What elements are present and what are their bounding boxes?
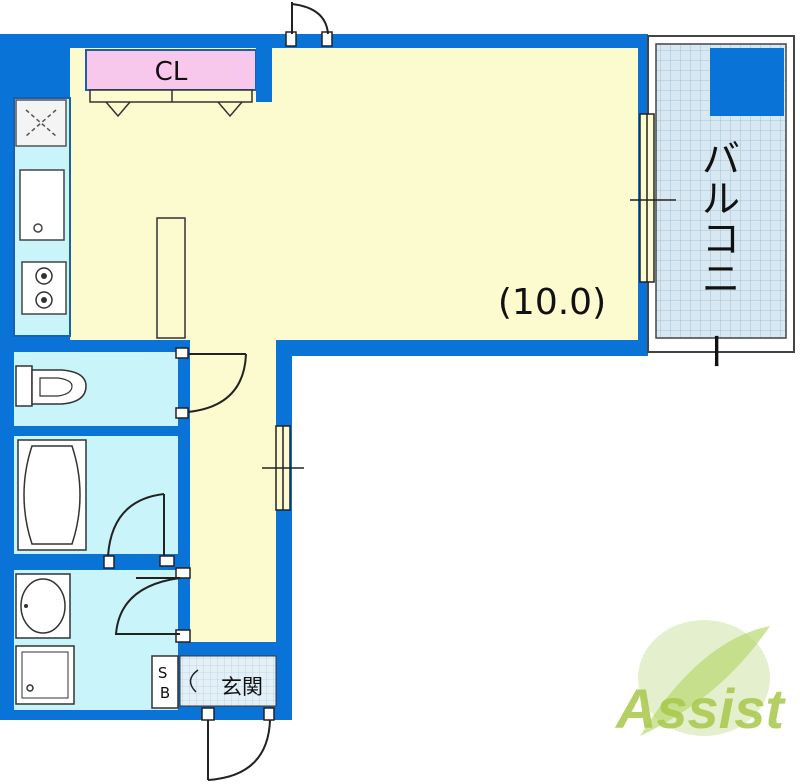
balcony-storage <box>710 48 784 116</box>
balcony-label-char: バ <box>702 137 742 181</box>
toilet-icon <box>15 365 87 407</box>
entrance <box>179 655 277 707</box>
balcony-label-char: ー <box>693 332 737 372</box>
main-room-size: (10.0) <box>498 282 606 323</box>
shoe-box-label-s: S <box>158 664 168 682</box>
main-room-floor <box>70 48 638 642</box>
burner-icon <box>35 267 53 285</box>
balcony-label-char: ル <box>702 177 742 221</box>
fridge-space <box>15 99 67 147</box>
balcony-label-char: コ <box>702 217 742 261</box>
assist-logo: Assist <box>614 620 786 740</box>
balcony-label-char: ニ <box>702 257 742 301</box>
closet-label: CL <box>155 57 188 87</box>
shoe-box <box>151 655 179 709</box>
gas-stove <box>21 261 67 315</box>
shoe-box-label: S B <box>158 664 172 702</box>
logo-text: Assist <box>614 677 786 740</box>
bathtub-icon <box>17 439 87 551</box>
balcony-label: バルコニー <box>693 137 742 372</box>
wash-basin-icon <box>15 573 71 639</box>
burner-icon <box>35 291 53 309</box>
entrance-label: 玄関 <box>221 675 263 699</box>
shoe-box-label-b: B <box>160 684 170 702</box>
washing-machine-space <box>15 645 75 705</box>
